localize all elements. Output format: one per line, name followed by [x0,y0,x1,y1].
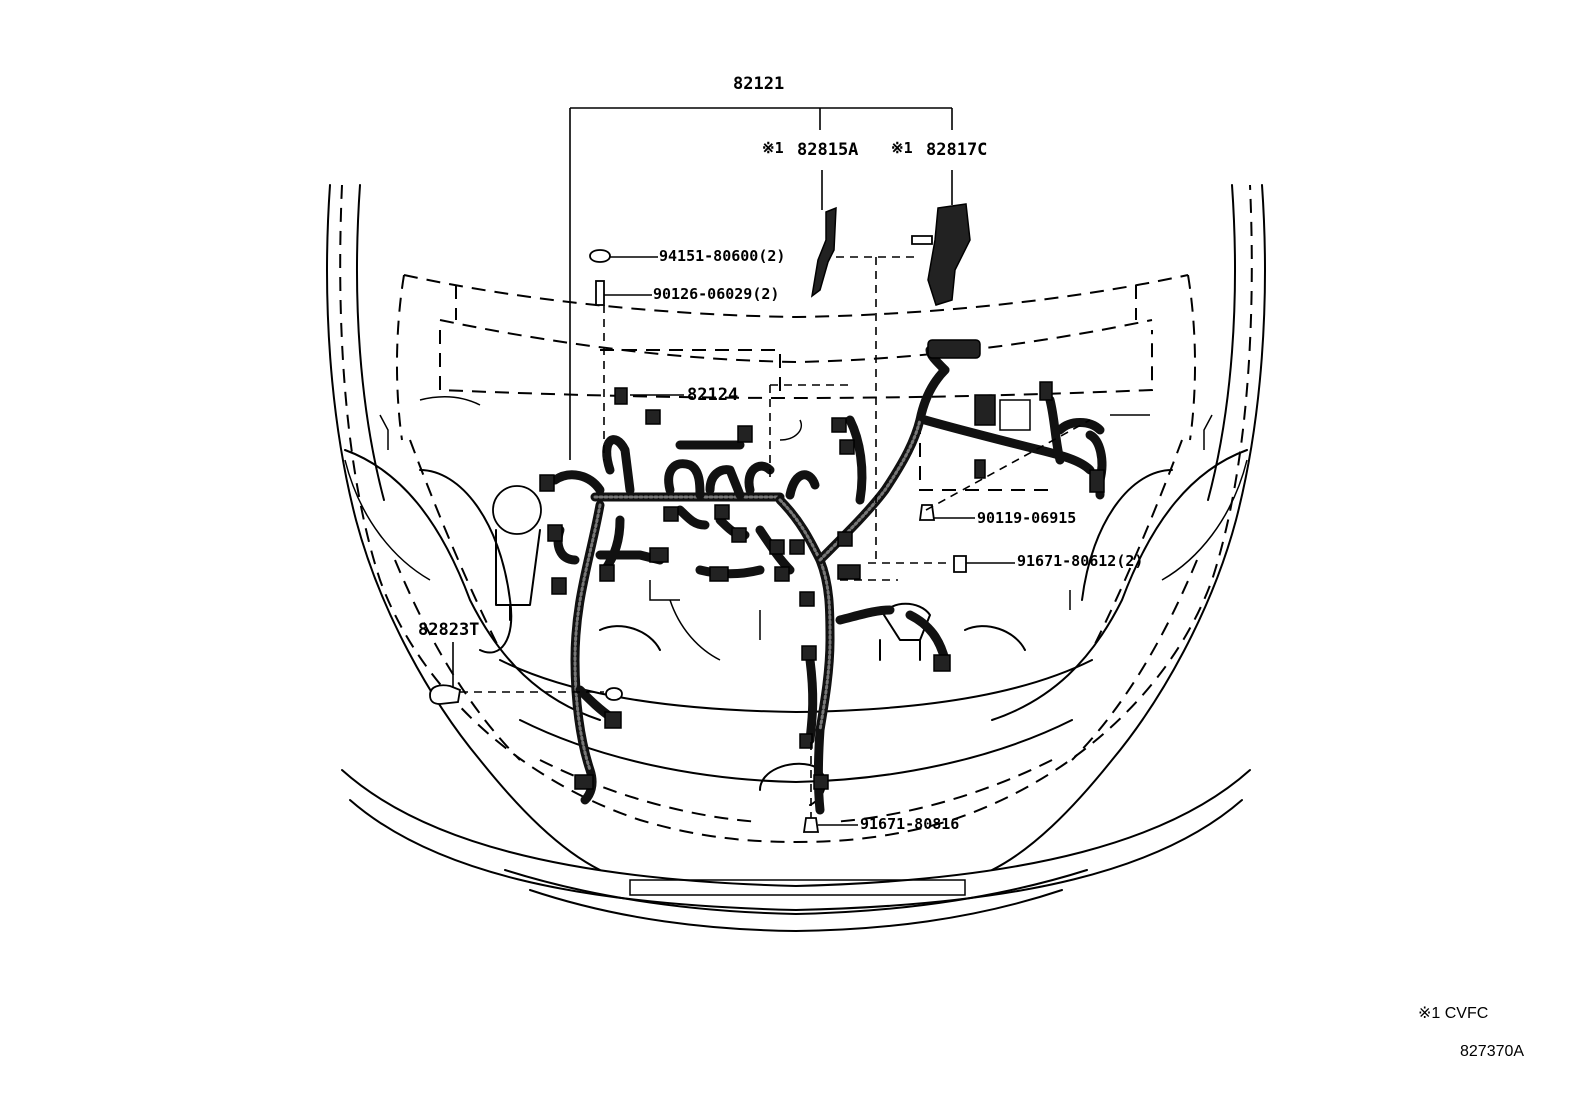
label-94151-80600: 94151-80600(2) [659,247,786,265]
note-marker-82815A: ※1 [762,139,784,157]
vehicle-body-outline [326,184,1266,932]
hardware-parts [429,203,971,833]
label-82124: 82124 [687,385,739,405]
part-leader-lines [452,107,1091,826]
label-82121: 82121 [733,74,785,94]
label-82823T: 82823T [418,620,480,640]
harness-connectors [539,339,1105,790]
label-90119-06915: 90119-06915 [977,509,1077,527]
label-82815A: 82815A [797,140,859,160]
engine-bay-components [379,395,1213,806]
note-marker-82817C: ※1 [891,139,913,157]
label-91671-80612: 91671-80612(2) [1017,552,1144,570]
footnote-cvfc: ※1 CVFC [1418,1005,1489,1022]
engine-wire-harness [550,345,1107,815]
diagram-id: 827370A [1460,1043,1525,1060]
label-82817C: 82817C [926,140,988,160]
label-91671-80816: 91671-80816 [860,815,960,833]
label-90126-06029: 90126-06029(2) [653,285,780,303]
